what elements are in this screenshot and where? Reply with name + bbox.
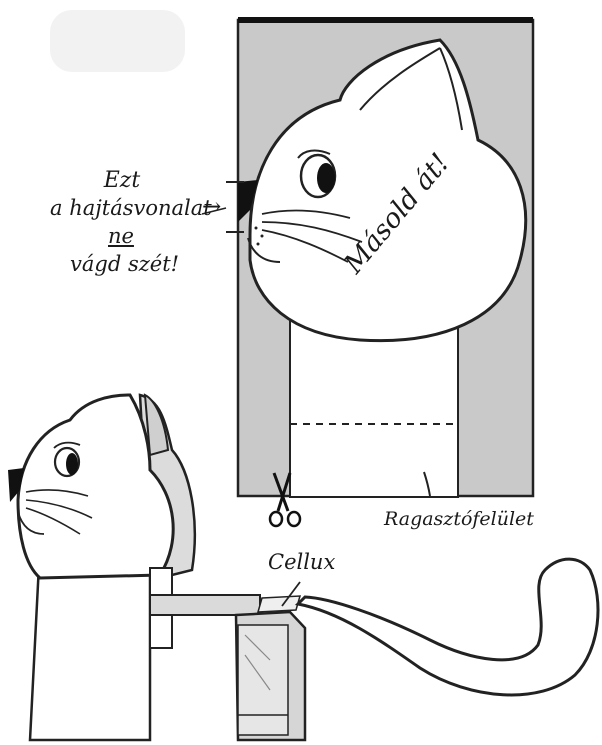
- background-smudge: [50, 10, 185, 72]
- fold-note-line4: vágd szét!: [70, 254, 179, 275]
- fold-arrow-icon: →: [202, 196, 221, 219]
- fold-note-line1: Ezt: [98, 170, 146, 192]
- cat-tail: [298, 559, 598, 695]
- small-eye-pupil: [66, 453, 78, 475]
- glue-surface-label: Ragasztófelület: [384, 510, 534, 529]
- template-body: [290, 315, 458, 497]
- fold-note-line2: a hajtásvonalat: [50, 198, 212, 219]
- tape-label: Cellux: [268, 552, 335, 573]
- eye-pupil: [317, 163, 335, 193]
- tape-piece: [258, 596, 300, 612]
- fold-note-line3: ne: [108, 226, 134, 247]
- tape-strip: [150, 595, 260, 615]
